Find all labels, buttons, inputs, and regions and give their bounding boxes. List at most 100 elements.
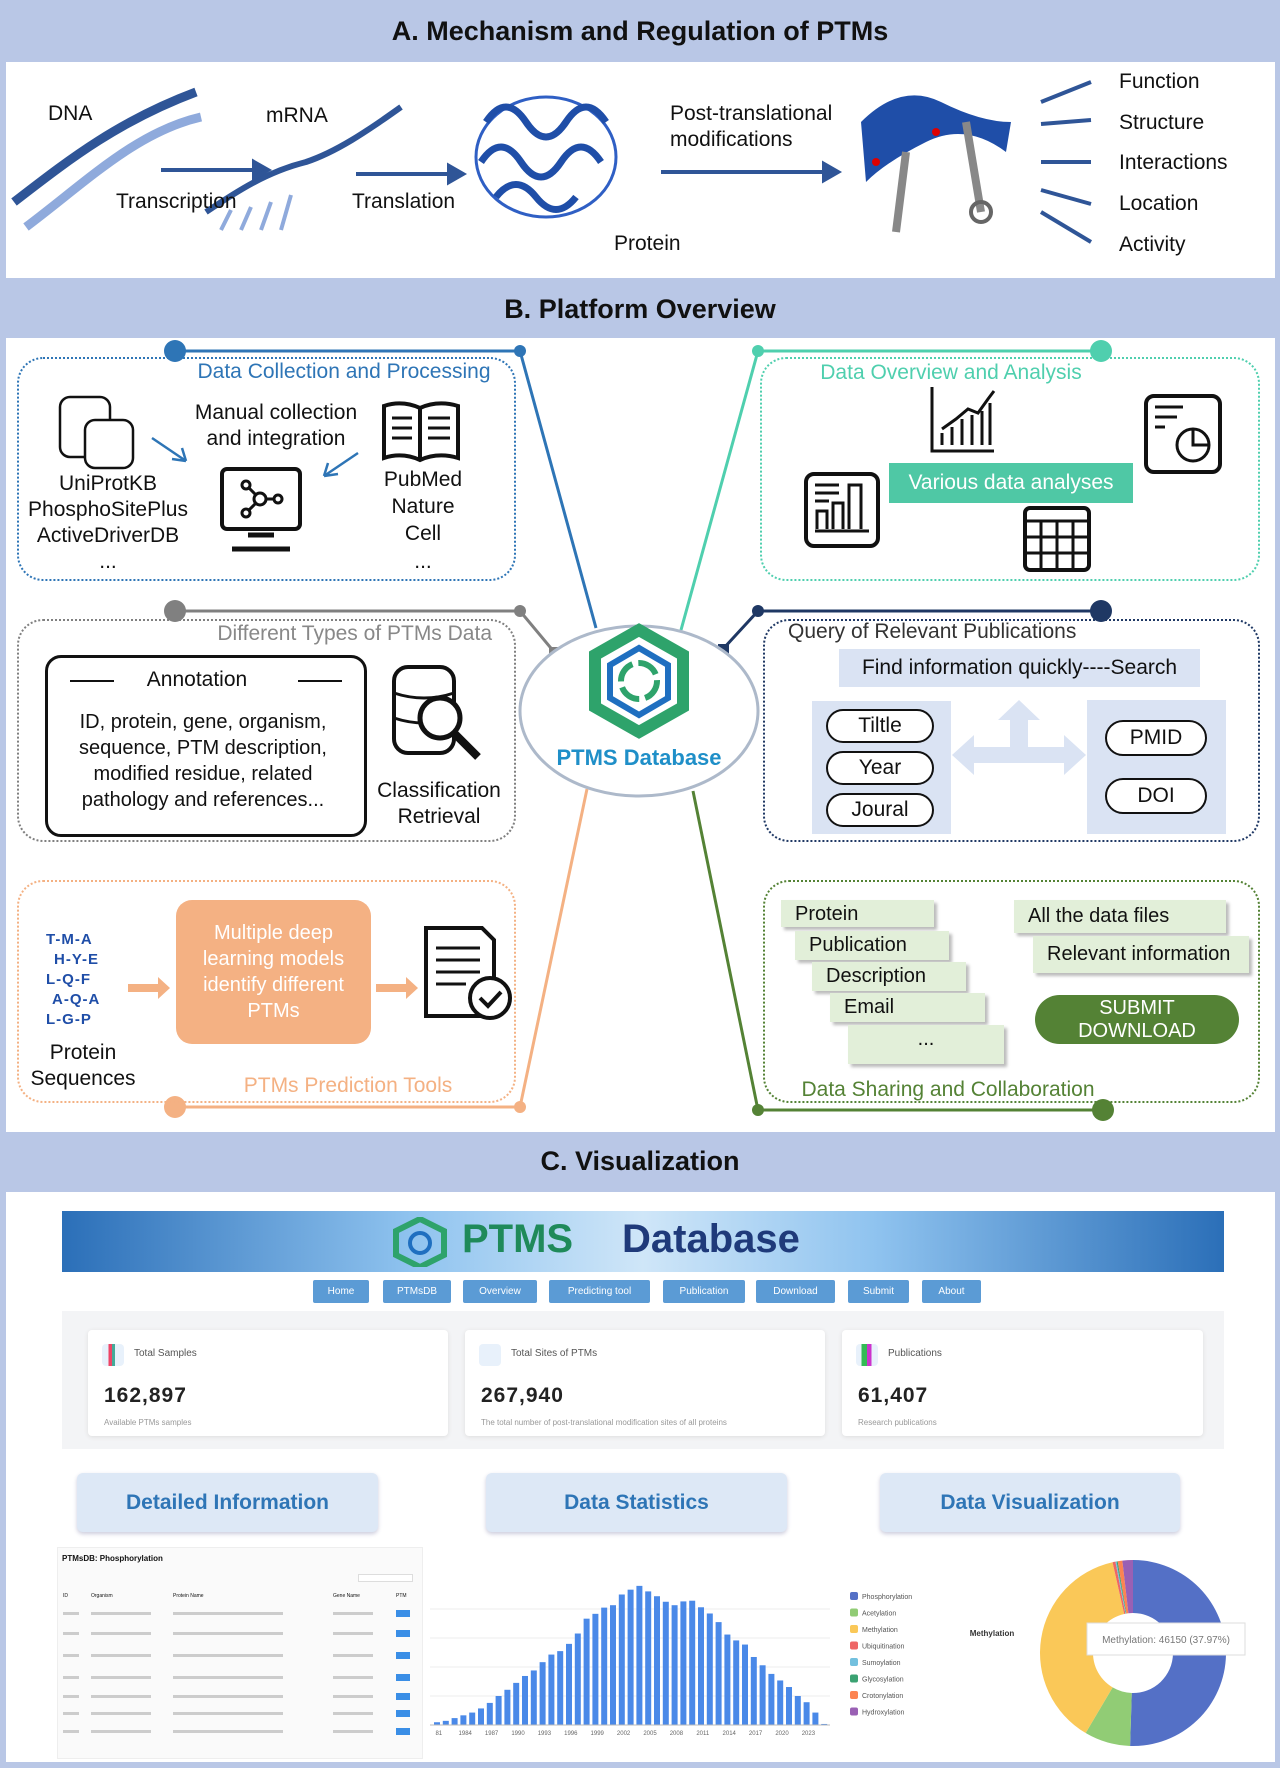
cell-text	[333, 1730, 373, 1733]
outcome-arrows-icon	[1039, 80, 1093, 244]
ptm-label-1: Post-translational	[670, 102, 833, 125]
histogram-bar	[548, 1654, 555, 1725]
data-statistics-button[interactable]: Data Statistics	[486, 1473, 787, 1532]
nav-download[interactable]: Download	[756, 1280, 835, 1303]
view-button[interactable]	[396, 1693, 410, 1700]
legend-swatch	[850, 1592, 858, 1600]
database-search-icon	[392, 665, 481, 760]
data-sharing-title: Data Sharing and Collaboration	[801, 1078, 1095, 1101]
prediction-tools-title: PTMs Prediction Tools	[243, 1074, 453, 1097]
nav-publication[interactable]: Publication	[663, 1280, 745, 1303]
book-icon	[382, 401, 460, 463]
legend-label: Phosphorylation	[862, 1594, 912, 1601]
nav-submit[interactable]: Submit	[848, 1280, 909, 1303]
sequence: L-G-P	[46, 1011, 92, 1028]
histogram-bar	[654, 1596, 660, 1725]
x-tick-label: 2008	[670, 1731, 684, 1737]
histogram-bar	[522, 1675, 528, 1725]
source-phosphositeplus: PhosphoSitePlus	[28, 498, 188, 521]
legend-swatch	[850, 1608, 858, 1617]
detailed-information-button[interactable]: Detailed Information	[77, 1473, 378, 1532]
stat-label: Total Sites of PTMs	[511, 1348, 598, 1359]
outcome-activity: Activity	[1119, 233, 1186, 256]
histogram-bar	[574, 1633, 581, 1725]
bar-report-icon	[804, 472, 880, 548]
legend-label: Crotonylation	[862, 1693, 903, 1700]
legend-swatch	[850, 1707, 858, 1716]
col-id: ID	[63, 1593, 68, 1599]
nav-overview[interactable]: Overview	[463, 1280, 537, 1303]
section-b-title: B. Platform Overview	[504, 294, 776, 324]
nav-ptmsdb[interactable]: PTMsDB	[383, 1280, 451, 1303]
data-overview-box	[760, 357, 1260, 581]
x-tick-label: 2002	[617, 1731, 631, 1737]
view-button[interactable]	[396, 1710, 410, 1717]
donut-slice	[1115, 1561, 1126, 1614]
various-analyses-banner: Various data analyses	[889, 463, 1133, 503]
stat-value: 61,407	[858, 1384, 929, 1407]
translation-label: Translation	[352, 190, 456, 213]
view-button[interactable]	[396, 1674, 410, 1681]
legend-swatch	[850, 1641, 858, 1650]
outcome-structure: Structure	[1119, 111, 1205, 134]
donut-chart: PhosphorylationAcetylationMethylationUbi…	[850, 1560, 1246, 1746]
x-tick-label: 2020	[775, 1731, 789, 1737]
table-row	[63, 1710, 418, 1718]
publication-query-box	[763, 619, 1260, 842]
manual-collection-line2: and integration	[206, 427, 346, 450]
stat-value: 267,940	[481, 1384, 564, 1407]
data-visualization-button[interactable]: Data Visualization	[880, 1473, 1180, 1532]
ptms-logo-icon	[589, 623, 689, 739]
section-a-title: A. Mechanism and Regulation of PTMs	[391, 16, 889, 46]
histogram-bar	[706, 1613, 713, 1725]
view-button[interactable]	[396, 1728, 410, 1735]
histogram-bar	[733, 1640, 740, 1725]
chart-icon	[102, 1344, 124, 1366]
histogram-bar	[478, 1708, 484, 1725]
cell-text	[91, 1695, 151, 1698]
cell-text	[173, 1612, 283, 1615]
stat-sub: The total number of post-translational m…	[481, 1418, 727, 1427]
protein-sequences-list: T-M-A H-Y-E L-Q-F A-Q-A L-G-P	[34, 930, 129, 1030]
tooltip-text: Methylation: 46150 (37.97%)	[1102, 1635, 1230, 1646]
data-sharing-box	[763, 880, 1260, 1103]
divider	[70, 680, 114, 682]
nav-home[interactable]: Home	[313, 1280, 369, 1303]
donut-slice	[1040, 1562, 1125, 1734]
table-search-input[interactable]	[358, 1574, 413, 1582]
filter-doi: DOI	[1105, 778, 1207, 814]
model-line: identify different	[203, 974, 344, 996]
microscope-icon	[479, 1344, 501, 1366]
table-row	[63, 1728, 418, 1736]
x-tick-label: 1990	[511, 1731, 525, 1737]
nav-predicting-tool[interactable]: Predicting tool	[549, 1280, 650, 1303]
share-item-description: Description	[812, 962, 966, 991]
annotation-line: modified residue, related	[93, 763, 313, 785]
source-uniprotkb: UniProtKB	[58, 472, 158, 495]
histogram-bar	[610, 1605, 616, 1725]
nav-about[interactable]: About	[922, 1280, 981, 1303]
source-pubmed: PubMed	[383, 468, 463, 491]
view-button[interactable]	[396, 1652, 410, 1659]
table-header: ID Organism Protein Name Gene Name PTM	[63, 1593, 418, 1601]
data-overview-title: Data Overview and Analysis	[820, 361, 1082, 384]
x-tick-label: 1984	[459, 1731, 473, 1737]
database-icon	[58, 395, 135, 470]
stat-label: Total Samples	[134, 1348, 197, 1359]
cell-text	[91, 1654, 151, 1657]
filter-journal: Joural	[826, 793, 934, 827]
arrow-icon	[151, 436, 188, 463]
view-button[interactable]	[396, 1630, 410, 1637]
histogram-bar	[434, 1722, 440, 1725]
col-protein-name: Protein Name	[173, 1593, 204, 1599]
cell-text	[173, 1730, 283, 1733]
histogram-bar	[557, 1651, 564, 1725]
relevant-information: Relevant information	[1033, 936, 1249, 973]
legend-label: Methylation	[862, 1627, 898, 1634]
histogram-bar	[812, 1712, 819, 1725]
ptm-types-title: Different Types of PTMs Data	[217, 622, 492, 645]
stat-sub: Available PTMs samples	[104, 1418, 192, 1427]
view-button[interactable]	[396, 1610, 410, 1617]
